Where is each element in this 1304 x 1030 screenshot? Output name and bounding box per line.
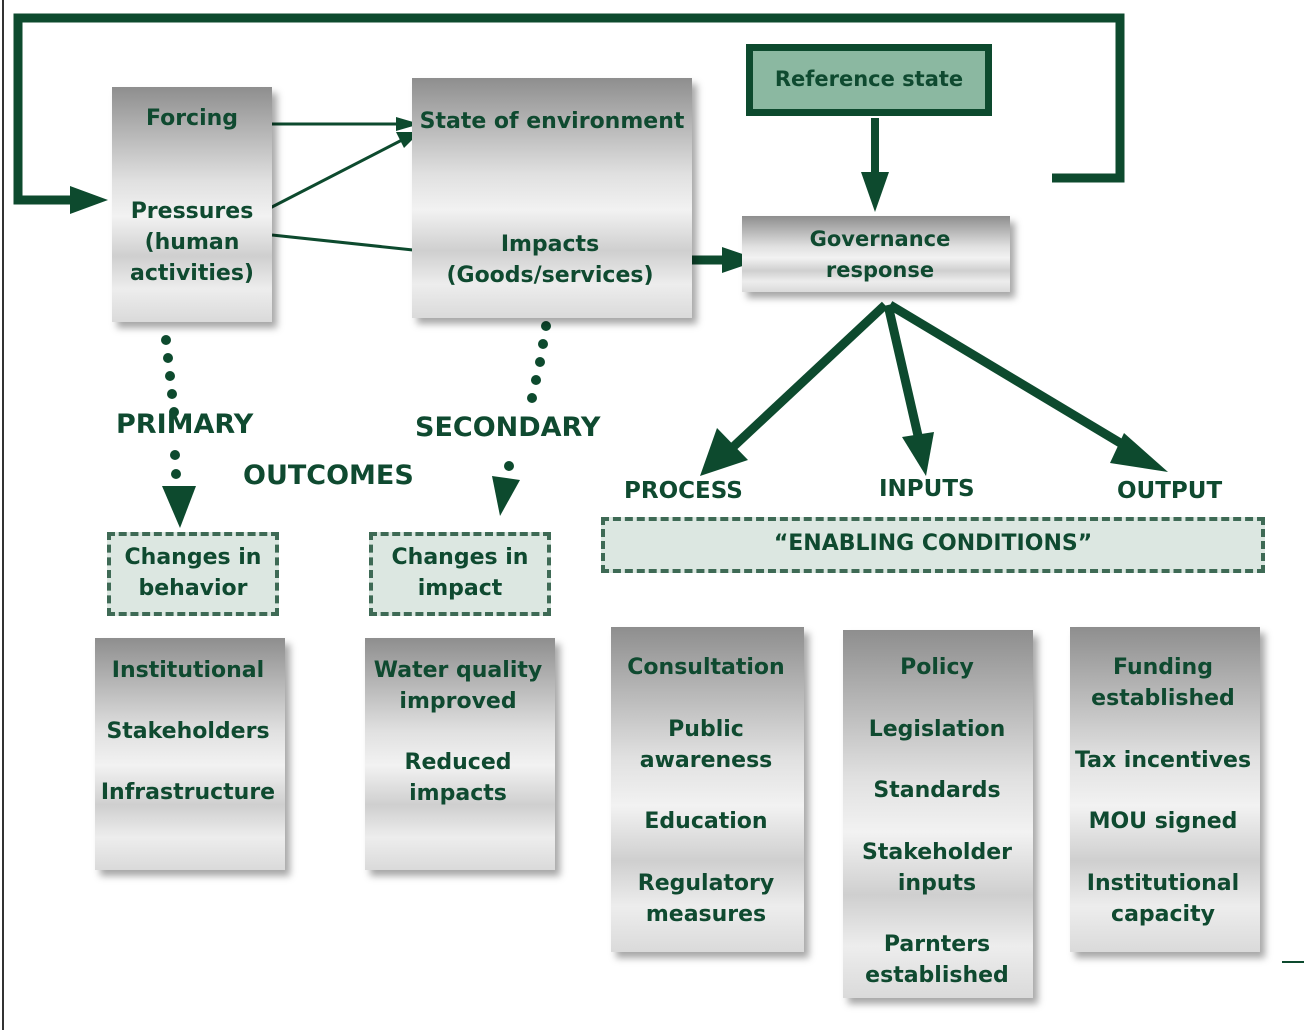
process-item-2a: Public xyxy=(668,717,744,742)
pressures-label-1: Pressures xyxy=(130,199,254,224)
process-list-box xyxy=(611,627,804,952)
inputs-item-2: Legislation xyxy=(868,717,1006,742)
feedback-arrowhead xyxy=(70,186,108,214)
secondary-label: SECONDARY xyxy=(415,412,601,443)
changes-impact-label-1: Changes in xyxy=(391,545,529,570)
output-item-2: Tax incentives xyxy=(1074,748,1252,773)
forcing-pressures-box xyxy=(112,87,272,322)
impacts-label-2: (Goods/services) xyxy=(446,263,654,288)
secondary-item-1b: improved xyxy=(399,689,517,714)
governance-inputs-arrow xyxy=(883,303,924,442)
pressures-label-3: activities) xyxy=(130,261,254,286)
governance-box xyxy=(742,216,1010,292)
output-item-4b: capacity xyxy=(1111,902,1215,927)
changes-behavior-box xyxy=(107,532,279,616)
pressures-state-arrow xyxy=(269,138,403,210)
reference-state-box xyxy=(746,44,992,116)
governance-label-1: Governance xyxy=(809,227,951,251)
governance-process-arrow xyxy=(728,301,889,452)
left-border-line xyxy=(2,0,4,1030)
secondary-item-2a: Reduced xyxy=(404,750,512,775)
governance-label-2: response xyxy=(825,258,935,282)
changes-behavior-label-2: behavior xyxy=(138,576,248,601)
enabling-conditions-box xyxy=(601,517,1265,573)
changes-impact-label-2: impact xyxy=(417,576,503,601)
primary-item-3: Infrastructure xyxy=(100,780,276,805)
process-item-4b: measures xyxy=(645,902,767,927)
enabling-conditions-label: “ENABLING CONDITIONS” xyxy=(773,531,1093,556)
reference-state-label: Reference state xyxy=(774,67,964,91)
output-list-box xyxy=(1070,627,1260,952)
changes-impact-box xyxy=(369,532,551,616)
pressures-impacts-arrow xyxy=(271,233,433,254)
inputs-item-5a: Parnters xyxy=(883,932,991,957)
impacts-label-1: Impacts xyxy=(500,232,600,257)
process-item-1: Consultation xyxy=(627,655,785,680)
primary-list-box xyxy=(95,638,285,870)
primary-item-1: Institutional xyxy=(111,658,265,683)
output-item-1a: Funding xyxy=(1113,655,1213,680)
pressures-label-2: (human xyxy=(144,230,240,255)
process-label: PROCESS xyxy=(624,478,743,504)
state-impacts-box xyxy=(412,78,692,318)
primary-item-2: Stakeholders xyxy=(106,719,270,744)
secondary-list-box xyxy=(365,638,555,870)
inputs-item-3: Standards xyxy=(873,778,1001,803)
process-item-4a: Regulatory xyxy=(637,871,775,896)
inputs-item-1: Policy xyxy=(900,655,974,680)
outcomes-label: OUTCOMES xyxy=(243,460,414,491)
secondary-item-1a: Water quality xyxy=(373,658,543,683)
governance-output-arrow xyxy=(887,301,1135,454)
changes-behavior-label-1: Changes in xyxy=(124,545,262,570)
output-item-4a: Institutional xyxy=(1086,871,1240,896)
inputs-item-5b: established xyxy=(865,963,1009,988)
process-item-2b: awareness xyxy=(639,748,773,773)
secondary-item-2b: impacts xyxy=(409,781,507,806)
inputs-item-4b: inputs xyxy=(897,871,977,896)
inputs-list-box xyxy=(843,630,1033,998)
process-item-3: Education xyxy=(644,809,768,834)
inputs-item-4a: Stakeholder xyxy=(861,840,1012,865)
output-label: OUTPUT xyxy=(1117,478,1223,504)
secondary-dotted-arrow xyxy=(492,321,551,516)
primary-dotted-arrow xyxy=(161,335,196,528)
feedback-loop-line xyxy=(13,13,1125,205)
output-item-3: MOU signed xyxy=(1088,809,1238,834)
primary-label: PRIMARY xyxy=(116,409,254,440)
forcing-label: Forcing xyxy=(145,106,239,131)
output-item-1b: established xyxy=(1091,686,1235,711)
state-label: State of environment xyxy=(419,109,685,134)
inputs-label: INPUTS xyxy=(879,476,975,502)
